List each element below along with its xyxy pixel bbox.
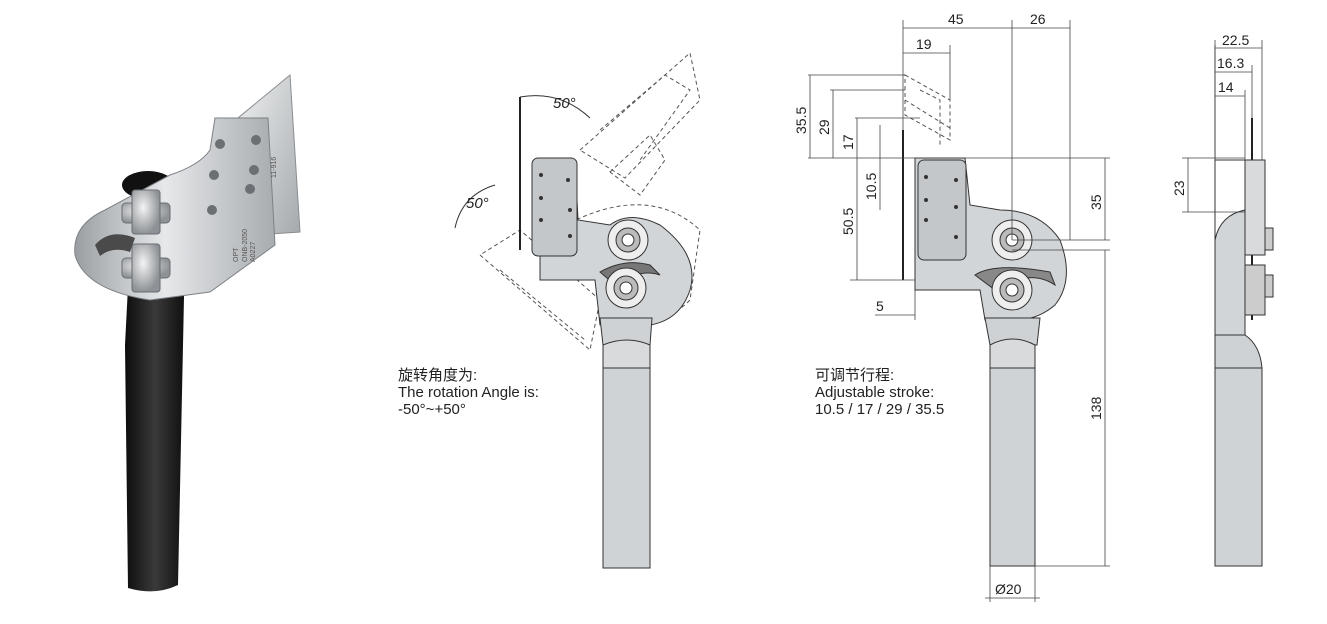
screw-icon xyxy=(215,139,225,149)
handle-shaft xyxy=(602,367,651,569)
dim-5: 5 xyxy=(876,298,884,314)
dim-diameter: Ø20 xyxy=(995,581,1022,597)
screw-icon xyxy=(207,205,217,215)
rotation-note: 旋转角度为: The rotation Angle is: -50°~+50° xyxy=(398,367,539,418)
angle-arc-lower xyxy=(454,184,496,229)
side-handle-shaft xyxy=(1214,367,1263,567)
rotation-note-line1: The rotation Angle is: xyxy=(398,384,539,401)
screw-icon xyxy=(245,184,255,194)
front-view: 45 26 19 35.5 29 17 10.5 50.5 35 138 5 Ø… xyxy=(793,11,1110,602)
adjust-slot xyxy=(95,234,135,256)
angle-label-upper: 50° xyxy=(553,95,576,112)
upper-nut xyxy=(131,189,161,235)
dim-22-5: 22.5 xyxy=(1222,32,1249,48)
stroke-note-title: 可调节行程: xyxy=(815,367,895,384)
engraved-model: ONB-2050 xyxy=(242,229,249,262)
screw-icon xyxy=(249,165,259,175)
angle-arc-upper xyxy=(519,95,591,119)
stroke-note-line2: 10.5 / 17 / 29 / 35.5 xyxy=(815,401,945,418)
blade-holder xyxy=(531,157,578,257)
angle-label-lower: 50° xyxy=(466,195,489,212)
steel-plate xyxy=(74,117,276,301)
dim-19: 19 xyxy=(916,36,932,52)
dim-50-5: 50.5 xyxy=(840,208,856,235)
front-blade-holder xyxy=(917,159,967,261)
black-handle xyxy=(125,248,185,592)
engraved-marking: 11-916 xyxy=(271,157,278,178)
dim-45: 45 xyxy=(948,11,964,27)
rotated-ghost-upper xyxy=(579,52,701,196)
engraved-logo: OPT xyxy=(233,247,240,262)
dim-29: 29 xyxy=(816,119,832,135)
side-view: 22.5 16.3 14 23 xyxy=(1171,32,1274,567)
dimension-lines xyxy=(808,20,1110,602)
dim-138: 138 xyxy=(1088,396,1104,420)
dim-14: 14 xyxy=(1218,79,1234,95)
front-handle-shaft xyxy=(989,367,1036,567)
dim-17: 17 xyxy=(840,134,856,150)
lower-nut xyxy=(131,243,161,293)
dim-16-3: 16.3 xyxy=(1217,55,1244,71)
product-photo: OPT ONB-2050 A0227 11-916 xyxy=(74,73,301,592)
rotation-note-title: 旋转角度为: xyxy=(398,367,478,384)
dim-26: 26 xyxy=(1030,11,1046,27)
side-plate xyxy=(1214,209,1246,336)
engraved-code: A0227 xyxy=(250,242,257,262)
stroke-note: 可调节行程: Adjustable stroke: 10.5 / 17 / 29… xyxy=(815,367,944,418)
screw-icon xyxy=(251,135,261,145)
rotation-note-line2: -50°~+50° xyxy=(398,401,466,418)
stroke-note-line1: Adjustable stroke: xyxy=(815,384,935,401)
stroke-ghost xyxy=(904,74,951,145)
dim-10-5: 10.5 xyxy=(863,173,879,200)
dim-23: 23 xyxy=(1171,180,1187,196)
rotation-view: 50° 50° xyxy=(454,52,701,569)
screw-icon xyxy=(209,170,219,180)
dim-35: 35 xyxy=(1088,194,1104,210)
dim-35-5: 35.5 xyxy=(793,107,809,134)
